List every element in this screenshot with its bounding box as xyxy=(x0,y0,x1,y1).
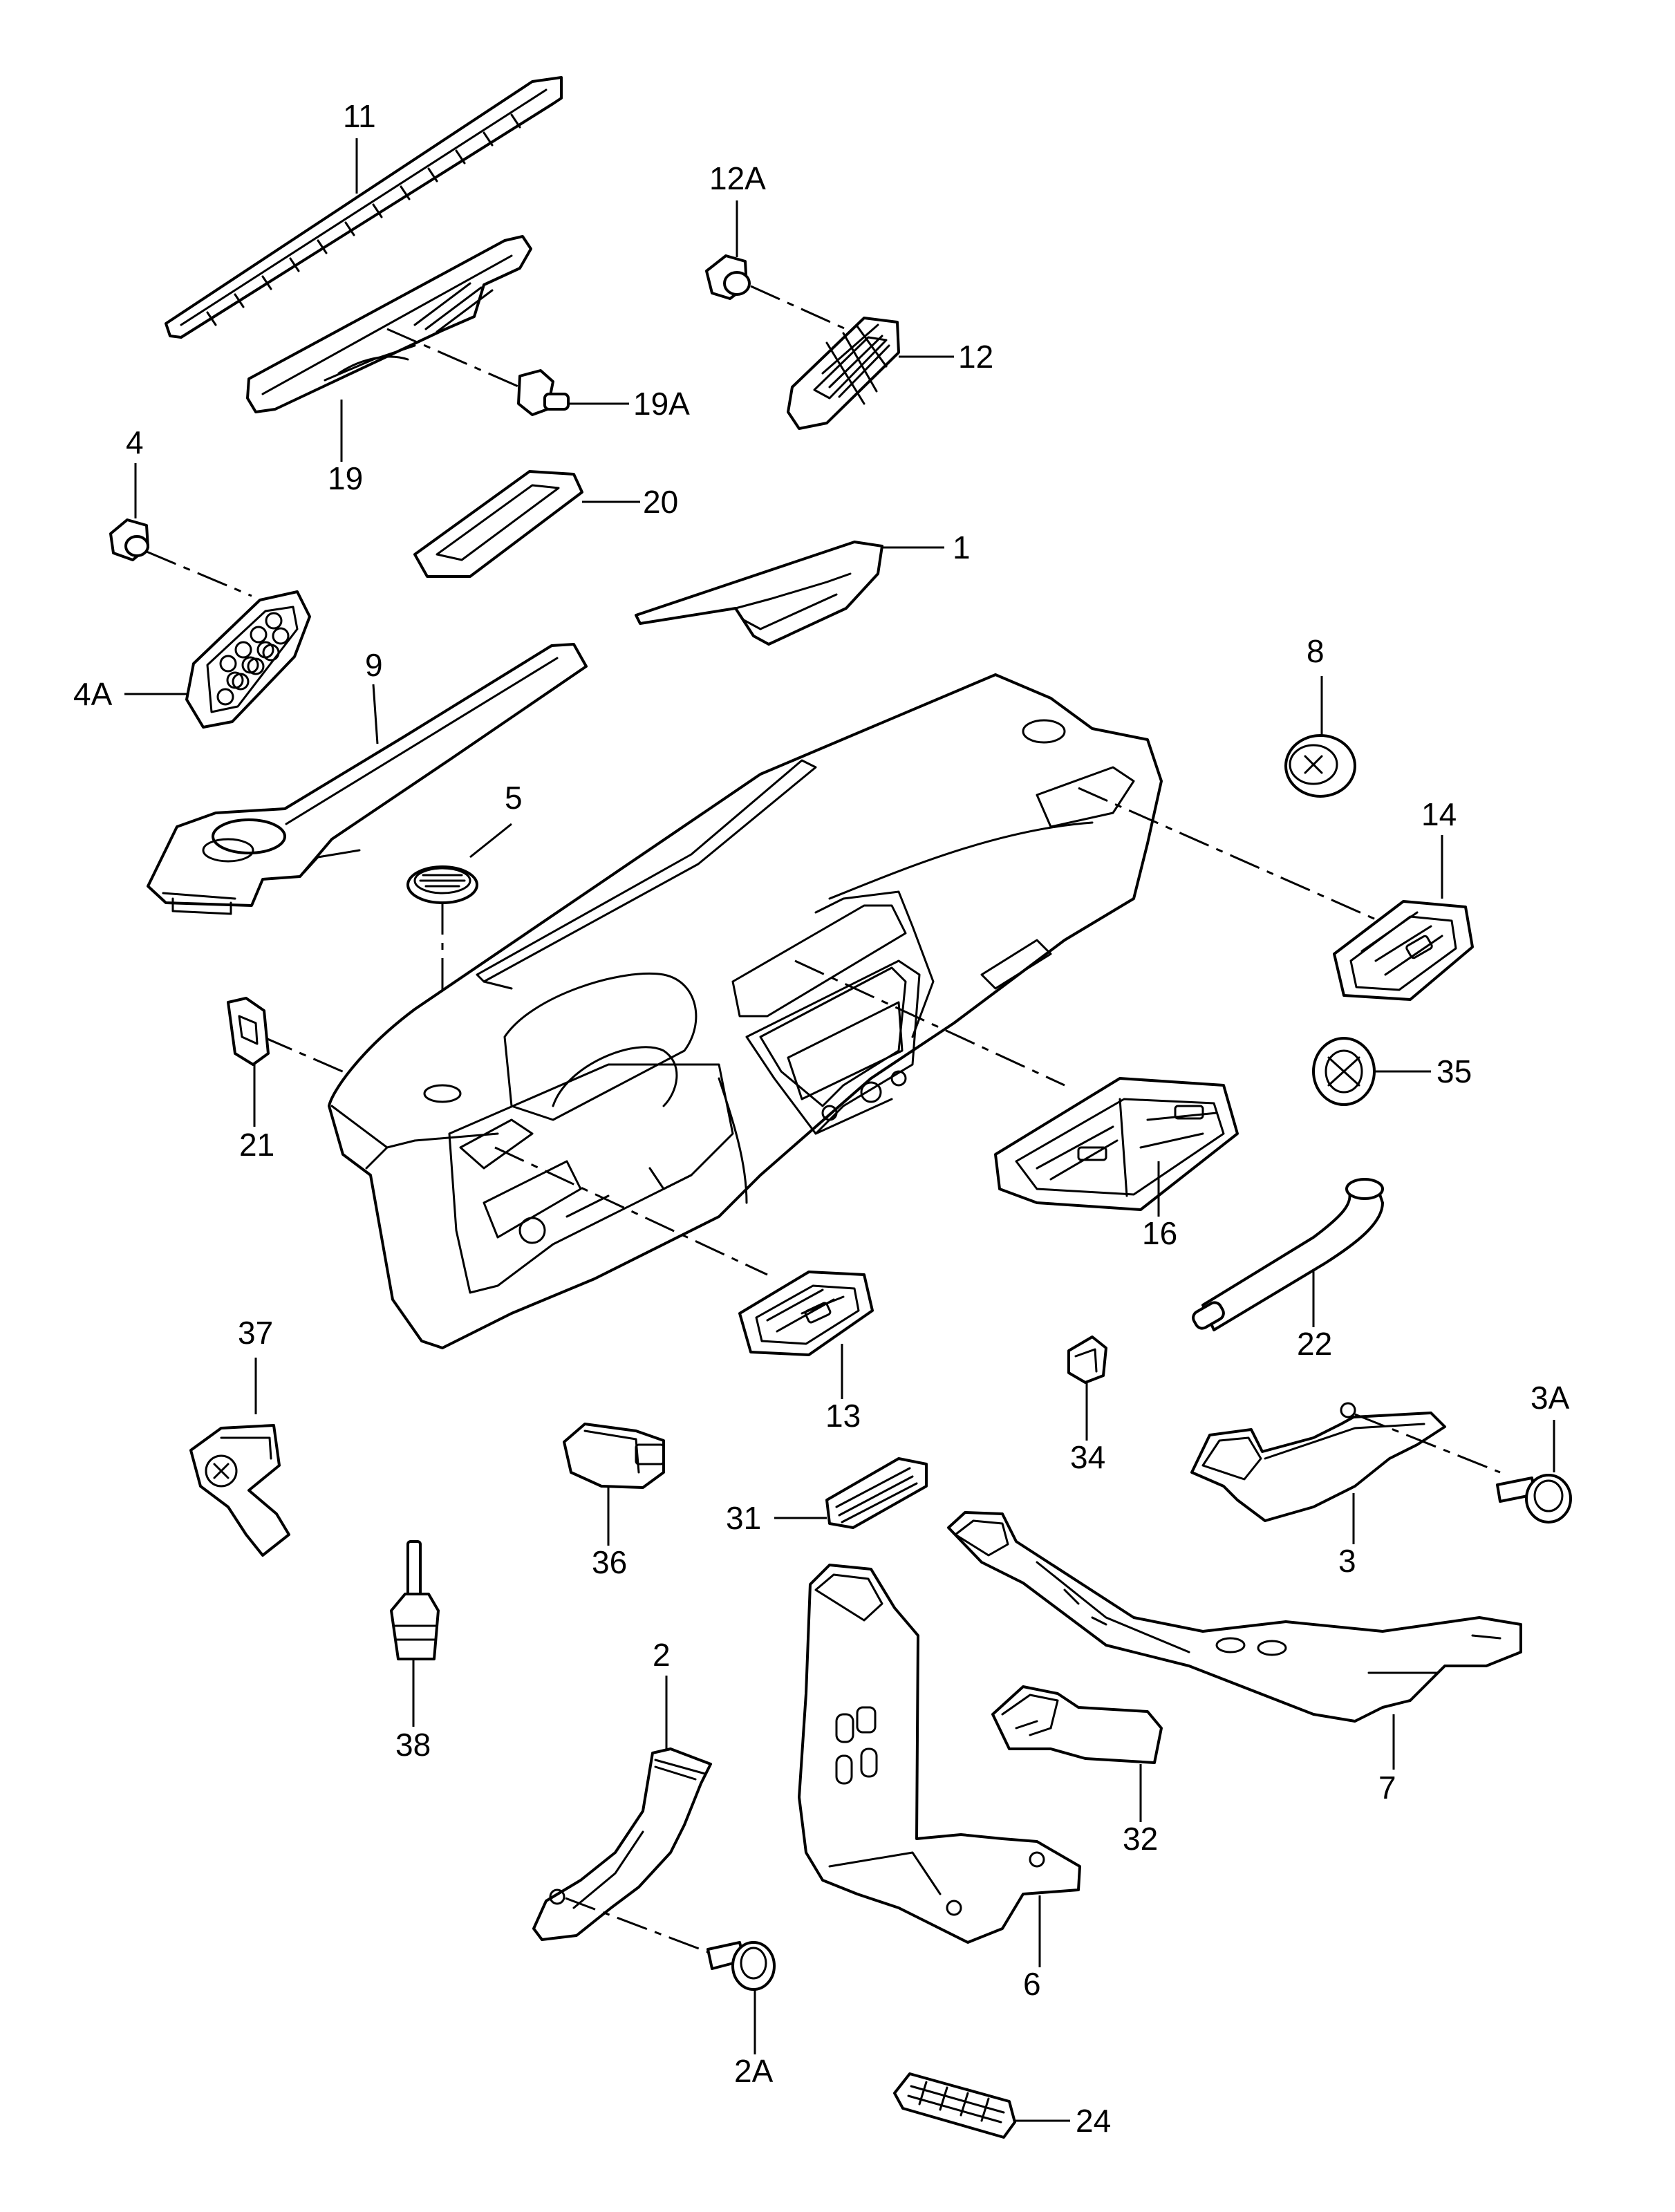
label-16: 16 xyxy=(1142,1215,1177,1251)
label-9: 9 xyxy=(365,647,383,683)
label-38: 38 xyxy=(395,1727,431,1763)
part-24-bottom-grille xyxy=(893,2072,1070,2139)
label-8: 8 xyxy=(1307,633,1325,669)
part-20-frame xyxy=(413,470,640,578)
label-7: 7 xyxy=(1378,1770,1396,1806)
label-14: 14 xyxy=(1421,796,1457,832)
part-37-sensor-bracket xyxy=(189,1358,290,1557)
label-32: 32 xyxy=(1123,1821,1158,1857)
part-12-vent-grille xyxy=(750,285,954,430)
part-11-defroster-strip xyxy=(165,76,563,339)
part-5-round-vent xyxy=(406,823,512,1092)
label-5: 5 xyxy=(505,780,523,816)
part-2a-screw xyxy=(707,1941,776,2054)
label-12: 12 xyxy=(958,339,993,375)
label-19: 19 xyxy=(328,460,363,496)
part-19a-clip xyxy=(386,328,629,416)
label-22: 22 xyxy=(1297,1326,1332,1362)
label-21: 21 xyxy=(239,1127,274,1163)
part-9-side-duct xyxy=(147,643,588,915)
part-7-floor-duct xyxy=(947,1511,1522,1770)
label-1: 1 xyxy=(953,529,971,565)
label-19a: 19A xyxy=(633,386,690,422)
label-4: 4 xyxy=(126,424,144,460)
part-21-clip xyxy=(227,997,270,1127)
part-13-left-vent xyxy=(738,1271,874,1399)
part-22-hose xyxy=(1192,1178,1384,1331)
part-35-knob xyxy=(1312,1037,1431,1106)
label-12a: 12A xyxy=(709,160,766,196)
label-31: 31 xyxy=(726,1500,761,1536)
part-19-upper-duct xyxy=(246,235,532,462)
part-31-small-grille xyxy=(774,1457,928,1529)
part-36-actuator xyxy=(563,1423,665,1546)
label-35: 35 xyxy=(1437,1053,1472,1089)
assembly-line-21 xyxy=(262,1035,346,1074)
part-4-nut xyxy=(109,463,149,561)
part-3-duct xyxy=(1190,1402,1501,1544)
part-38-sensor xyxy=(390,1540,440,1727)
part-2-left-duct xyxy=(532,1676,720,1958)
part-1-duct xyxy=(635,541,944,646)
part-34-clip xyxy=(1067,1335,1107,1441)
label-11: 11 xyxy=(343,98,376,134)
label-3a: 3A xyxy=(1531,1380,1570,1416)
part-16-center-vent xyxy=(994,1077,1239,1217)
dashboard-assembly xyxy=(328,673,1163,1349)
part-8-cap xyxy=(1284,676,1356,798)
part-12a-nut xyxy=(705,200,751,300)
label-37: 37 xyxy=(238,1315,273,1351)
part-32-small-duct xyxy=(991,1685,1163,1822)
part-3a-screw xyxy=(1496,1420,1572,1524)
assembly-line-13 xyxy=(494,1146,768,1276)
label-36: 36 xyxy=(592,1544,627,1580)
label-24: 24 xyxy=(1076,2103,1111,2139)
label-2a: 2A xyxy=(734,2053,774,2089)
label-3: 3 xyxy=(1338,1543,1356,1579)
label-4a: 4A xyxy=(73,676,113,712)
label-6: 6 xyxy=(1023,1966,1041,2002)
label-13: 13 xyxy=(825,1398,861,1434)
label-2: 2 xyxy=(653,1637,671,1673)
part-6-center-duct xyxy=(798,1564,1081,1967)
part-4a-honeycomb-grille xyxy=(124,550,311,729)
part-14-side-vent xyxy=(1333,835,1474,1001)
label-20: 20 xyxy=(643,484,678,520)
assembly-line-16 xyxy=(794,959,1065,1087)
label-34: 34 xyxy=(1070,1439,1105,1475)
